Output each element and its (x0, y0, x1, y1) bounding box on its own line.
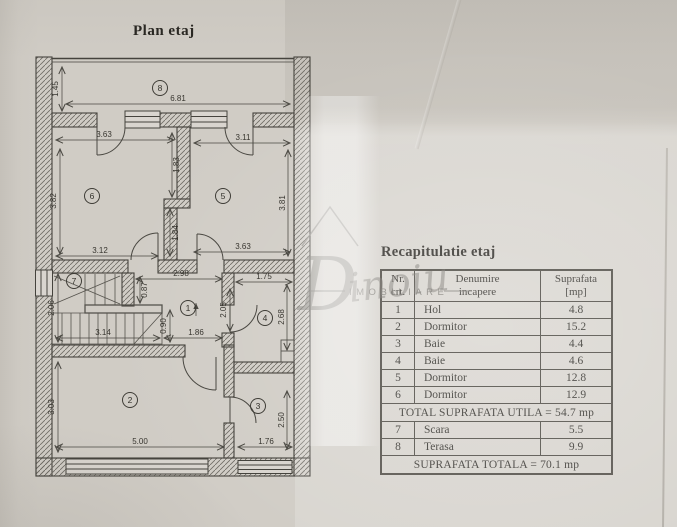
table-row: 2 Dormitor 15.2 (380, 318, 613, 337)
svg-text:4: 4 (263, 313, 268, 323)
col-header-nr: Nr. crt. (380, 269, 415, 303)
col-header-denumire: Denumire incapere (414, 269, 541, 303)
room-number-badge: 8 (152, 80, 168, 96)
dimension-label: 1.75 (256, 272, 272, 281)
dimension-label: 3.14 (95, 328, 111, 337)
table-row: 5 Dormitor 12.8 (380, 369, 613, 388)
recap-table: Nr. crt. Denumire incapere Suprafata [mp… (380, 269, 613, 476)
shaft-fixture (280, 339, 295, 363)
dimension-label: 3.81 (278, 195, 287, 211)
terrace-parapet (52, 57, 294, 63)
svg-text:7: 7 (72, 276, 77, 286)
dimension-label: 1.84 (171, 225, 180, 241)
dimension-label: 1.83 (172, 157, 181, 173)
room-labels-group: 8 6 5 7 1 4 2 (66, 80, 273, 414)
dimension-label: 2.06 (47, 300, 56, 316)
svg-text:6: 6 (90, 191, 95, 201)
table-row: 1 Hol 4.8 (380, 301, 613, 320)
room-number-badge: 6 (84, 188, 100, 204)
dimension-label: 3.11 (236, 133, 252, 142)
windows-group (35, 110, 293, 475)
svg-text:3: 3 (256, 401, 261, 411)
dimension-label: 3.63 (235, 242, 251, 251)
dimension-label: 0.90 (159, 318, 168, 334)
dimension-label: 2.05 (219, 302, 228, 318)
dimension-label: 1.86 (188, 328, 204, 337)
room-number-badge: 5 (215, 188, 231, 204)
dimension-label: 2.68 (277, 309, 286, 325)
dimension-label: 3.63 (96, 130, 112, 139)
recap-header-row: Nr. crt. Denumire incapere Suprafata [mp… (380, 269, 613, 303)
recap-section: Recapitulatie etaj Nr. crt. Denumire inc… (372, 244, 613, 476)
dimension-label: 0.87 (140, 282, 149, 298)
room-number-badge: 7 (66, 273, 82, 289)
svg-text:2: 2 (128, 395, 133, 405)
table-row: 7 Scara 5.5 (380, 421, 613, 440)
dimension-label: 3.82 (49, 193, 58, 209)
table-row: 6 Dormitor 12.9 (380, 386, 613, 405)
table-row: 8 Terasa 9.9 (380, 438, 613, 457)
dimensions-group: 1.45 6.81 3.63 3.11 3.82 1.83 1.84 3.81 … (47, 65, 294, 454)
room-number-badge: 1 (180, 300, 196, 316)
dimension-label: 2.98 (173, 269, 189, 278)
dimension-label: 1.45 (51, 81, 60, 97)
room-number-badge: 2 (122, 392, 138, 408)
table-row: 4 Baie 4.6 (380, 352, 613, 371)
svg-text:8: 8 (158, 83, 163, 93)
dimension-label: 3.12 (92, 246, 108, 255)
table-row: 3 Baie 4.4 (380, 335, 613, 354)
total-row: SUPRAFATA TOTALA = 70.1 mp (380, 455, 613, 475)
dimension-label: 3.03 (47, 399, 56, 415)
svg-text:5: 5 (221, 191, 226, 201)
walls-group (35, 56, 311, 477)
dimension-label: 5.00 (132, 437, 148, 446)
room-number-badge: 4 (257, 310, 273, 326)
dimension-label: 6.81 (170, 94, 186, 103)
total-utila-row: TOTAL SUPRAFATA UTILA = 54.7 mp (380, 403, 613, 423)
stairs-group (52, 274, 199, 345)
col-header-suprafata: Suprafata [mp] (540, 269, 613, 303)
plan-title: Plan etaj (133, 23, 195, 39)
room-number-badge: 3 (250, 398, 266, 414)
recap-title: Recapitulatie etaj (381, 244, 496, 260)
dimension-label: 2.50 (277, 412, 286, 428)
svg-text:1: 1 (186, 303, 191, 313)
dimension-label: 1.76 (258, 437, 274, 446)
